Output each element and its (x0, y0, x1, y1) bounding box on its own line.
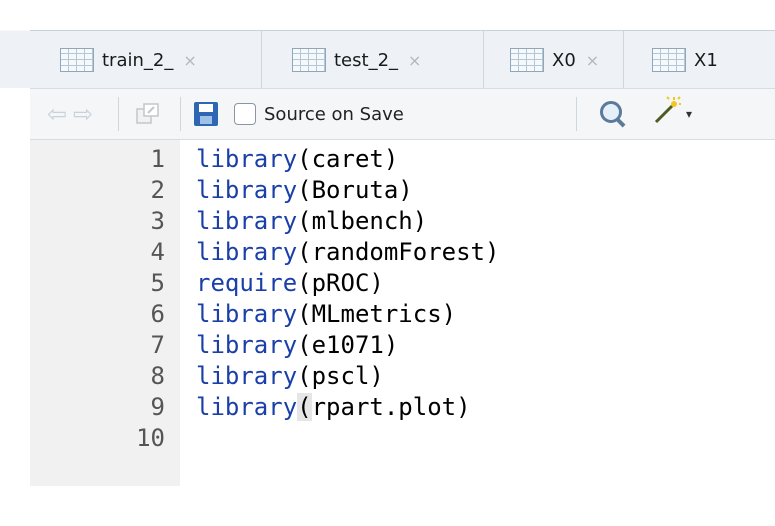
line-number: 2 (150, 176, 165, 204)
line-number: 3 (150, 207, 165, 235)
show-in-window-button[interactable] (134, 99, 162, 129)
tab-label: X0 (552, 49, 576, 71)
function-keyword: library (196, 300, 298, 328)
code-line[interactable]: 1 library(caret) (30, 144, 775, 174)
source-on-save-toggle[interactable]: Source on Save (234, 99, 404, 129)
function-keyword: library (196, 331, 298, 359)
function-keyword: library (196, 176, 298, 204)
line-number: 4 (150, 238, 165, 266)
line-number: 1 (150, 145, 165, 173)
toolbar-divider (576, 97, 577, 131)
source-on-save-label: Source on Save (264, 103, 404, 125)
function-keyword: library (196, 238, 298, 266)
search-icon (598, 99, 628, 129)
close-icon[interactable]: × (183, 50, 197, 70)
code-text: (caret) (297, 145, 399, 173)
line-number: 10 (136, 424, 165, 452)
code-text: (mlbench) (297, 207, 428, 235)
grid-icon (292, 48, 326, 72)
tab-train-2[interactable]: train_2_ × (30, 31, 262, 89)
source-on-save-checkbox[interactable] (234, 103, 256, 125)
tab-bar: train_2_ × test_2_ × X0 × X1 (0, 0, 775, 89)
line-number: 5 (150, 269, 165, 297)
function-keyword: library (196, 393, 298, 421)
function-keyword: library (196, 145, 298, 173)
code-line[interactable]: 7 library(e1071) (30, 330, 775, 360)
chevron-down-icon[interactable]: ▾ (686, 107, 693, 121)
editor-toolbar: ⇦ ⇨ Source on Save ▾ (30, 88, 775, 140)
function-keyword: library (196, 362, 298, 390)
history-nav: ⇦ ⇨ (44, 99, 96, 129)
function-keyword: require (196, 269, 298, 297)
line-number-gutter (30, 140, 180, 486)
line-number: 8 (150, 362, 165, 390)
show-in-window-icon (136, 103, 159, 124)
code-text: (Boruta) (297, 176, 413, 204)
save-button[interactable] (194, 99, 218, 129)
code-line[interactable]: 6 library(MLmetrics) (30, 299, 775, 329)
tab-label: test_2_ (334, 49, 399, 71)
code-line[interactable]: 9 library(rpart.plot) (30, 392, 775, 422)
function-keyword: library (196, 207, 298, 235)
back-arrow-icon[interactable]: ⇦ (46, 100, 68, 128)
close-icon[interactable]: × (585, 50, 600, 70)
tab-label: train_2_ (102, 49, 174, 71)
tab-test-2[interactable]: test_2_ × (262, 31, 484, 89)
toolbar-divider (180, 97, 181, 131)
code-text: (randomForest) (297, 238, 500, 266)
code-text: (MLmetrics) (297, 300, 457, 328)
tab-label: X1 (694, 49, 718, 71)
grid-icon (510, 48, 544, 72)
matching-bracket-highlight: ( (297, 393, 312, 421)
code-text: (pROC) (297, 269, 384, 297)
forward-arrow-icon[interactable]: ⇨ (72, 100, 94, 128)
save-icon (194, 102, 218, 126)
code-text: (pscl) (297, 362, 384, 390)
tab-x1[interactable]: X1 (624, 31, 775, 89)
code-line[interactable]: 5 require(pROC) (30, 268, 775, 298)
magic-wand-icon (652, 95, 682, 133)
grid-icon (652, 48, 686, 72)
toolbar-divider (118, 97, 119, 131)
code-line[interactable]: 2 library(Boruta) (30, 175, 775, 205)
line-number: 6 (150, 300, 165, 328)
code-line[interactable]: 10 (30, 423, 775, 453)
tab-x0[interactable]: X0 × (484, 31, 624, 89)
close-icon[interactable]: × (408, 50, 422, 70)
code-line[interactable]: 3 library(mlbench) (30, 206, 775, 236)
line-number: 9 (150, 393, 165, 421)
code-text: rpart.plot) (311, 393, 471, 421)
line-number: 7 (150, 331, 165, 359)
code-text: (e1071) (297, 331, 399, 359)
code-editor[interactable]: 1 library(caret) 2 library(Boruta) 3 lib… (30, 140, 775, 486)
code-tools-button[interactable]: ▾ (652, 95, 693, 129)
tabs-row: train_2_ × test_2_ × X0 × X1 (30, 30, 775, 89)
code-line[interactable]: 4 library(randomForest) (30, 237, 775, 267)
grid-icon (60, 48, 94, 72)
code-line[interactable]: 8 library(pscl) (30, 361, 775, 391)
find-replace-button[interactable] (598, 99, 628, 129)
